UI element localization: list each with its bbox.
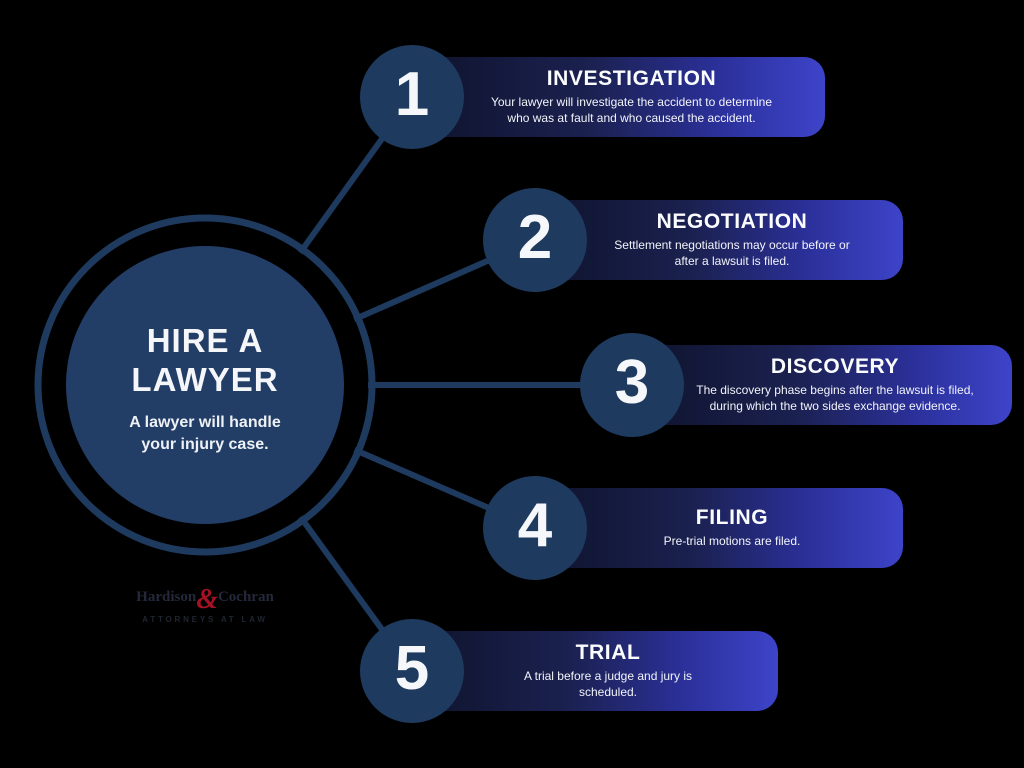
step-title: DISCOVERY — [770, 355, 900, 379]
step-bar-content: TRIAL A trial before a judge and jury is… — [448, 631, 768, 711]
step-number-badge-5: 5 — [360, 619, 464, 723]
brand-name-left: Hardison — [136, 588, 197, 605]
step-number-badge-4: 4 — [483, 476, 587, 580]
step-number: 1 — [394, 60, 430, 129]
hub: HIRE A LAWYER A lawyer will handle your … — [55, 322, 355, 455]
step-number: 5 — [394, 634, 430, 703]
step-number: 4 — [517, 491, 553, 560]
step-description: Settlement negotiations may occur before… — [614, 238, 850, 269]
step-bar-negotiation: NEGOTIATION Settlement negotiations may … — [523, 200, 903, 280]
brand-ampersand-glyph: & — [196, 584, 218, 615]
brand-name-right: Cochran — [217, 588, 274, 605]
step-title: TRIAL — [575, 641, 641, 665]
step-number: 3 — [614, 348, 650, 417]
step-title: FILING — [695, 506, 769, 530]
step-bar-filing: FILING Pre-trial motions are filed. — [523, 488, 903, 568]
step-title: INVESTIGATION — [546, 67, 717, 91]
brand-tagline: ATTORNEYS AT LAW — [142, 615, 268, 625]
step-bar-investigation: INVESTIGATION Your lawyer will investiga… — [400, 57, 825, 137]
step-description: Pre-trial motions are filed. — [663, 534, 801, 549]
step-bar-content: FILING Pre-trial motions are filed. — [571, 488, 893, 568]
brand-name: Hardison & Cochran — [105, 584, 305, 615]
hub-circle — [66, 246, 344, 524]
step-bar-content: INVESTIGATION Your lawyer will investiga… — [448, 57, 815, 137]
hub-subtitle: A lawyer will handle your injury case. — [129, 414, 281, 453]
step-bar-content: NEGOTIATION Settlement negotiations may … — [571, 200, 893, 280]
brand-logo: Hardison & Cochran ATTORNEYS AT LAW — [105, 584, 305, 625]
step-number-badge-1: 1 — [360, 45, 464, 149]
step-title: NEGOTIATION — [656, 210, 808, 234]
hub-outer-ring — [34, 214, 376, 556]
hub-title: HIRE A LAWYER — [131, 322, 279, 398]
step-description: A trial before a judge and jury is sched… — [523, 669, 693, 700]
step-number-badge-3: 3 — [580, 333, 684, 437]
step-bar-discovery: DISCOVERY The discovery phase begins aft… — [620, 345, 1012, 425]
step-description: The discovery phase begins after the law… — [696, 383, 974, 414]
step-number: 2 — [517, 203, 553, 272]
step-description: Your lawyer will investigate the acciden… — [490, 95, 773, 126]
step-bar-content: DISCOVERY The discovery phase begins aft… — [668, 345, 1002, 425]
step-number-badge-2: 2 — [483, 188, 587, 292]
